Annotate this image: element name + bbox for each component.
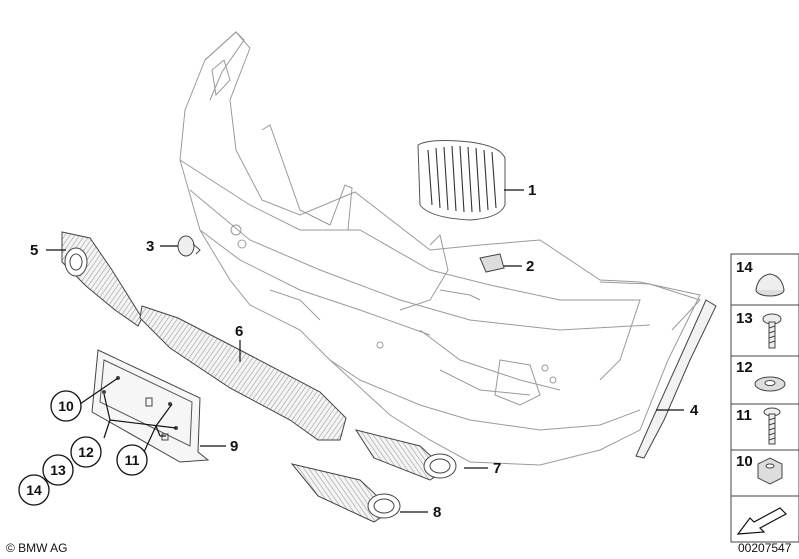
circled-callout-14: 14 [18, 474, 50, 506]
side-item-14: 14 [736, 259, 753, 276]
svg-text:13: 13 [50, 462, 66, 478]
right-fog-grille [354, 429, 457, 481]
fastener-side-panel: 14 13 12 11 10 [730, 253, 799, 543]
side-item-12: 12 [736, 359, 753, 376]
circled-callout-11: 11 [116, 444, 148, 476]
leader-lines [46, 189, 684, 513]
license-plate-base [91, 349, 210, 463]
kidney-grille [417, 140, 506, 221]
svg-text:10: 10 [58, 398, 74, 414]
clip-part [177, 235, 201, 257]
nut-icon [757, 457, 783, 485]
tow-hook-cover [479, 253, 505, 273]
svg-text:12: 12 [78, 444, 94, 460]
callout-6: 6 [235, 323, 243, 340]
side-item-11: 11 [736, 407, 752, 424]
lower-center-grille [139, 305, 347, 441]
copyright-text: © BMW AG [6, 541, 68, 555]
callout-5: 5 [30, 242, 38, 259]
left-fog-grille [290, 463, 401, 523]
side-item-10: 10 [736, 453, 753, 470]
callout-9: 9 [230, 438, 238, 455]
side-trim-strip [635, 299, 717, 459]
callout-3: 3 [146, 238, 154, 255]
circled-callout-13: 13 [42, 454, 74, 486]
diagram-id: 00207547 [738, 541, 792, 555]
rubber-buffer-icon [755, 273, 785, 297]
callout-8: 8 [433, 504, 441, 521]
screw-icon [762, 313, 782, 349]
callout-2: 2 [526, 258, 534, 275]
callout-4: 4 [690, 402, 699, 419]
washer-icon [754, 376, 786, 392]
left-side-grille [61, 231, 143, 327]
side-item-13: 13 [736, 310, 753, 327]
bolt-icon [763, 407, 781, 445]
callout-1: 1 [528, 182, 536, 199]
callout-7: 7 [493, 460, 501, 477]
arrow-icon [736, 507, 787, 535]
circled-callout-10: 10 [50, 390, 82, 422]
circled-callout-12: 12 [70, 436, 102, 468]
svg-text:14: 14 [26, 482, 42, 498]
front-bumper [179, 31, 701, 466]
svg-text:11: 11 [125, 452, 140, 468]
